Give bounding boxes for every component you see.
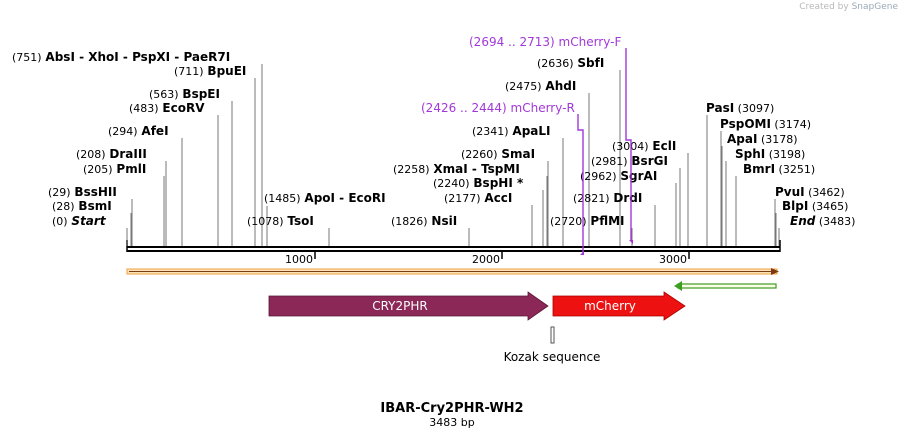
feature-kozak-label: Kozak sequence <box>504 350 601 364</box>
feature-kozak-box <box>550 326 555 344</box>
site-label-draiii: (208) DraIII <box>76 147 147 161</box>
primer-leader-line <box>625 48 632 240</box>
site-label-ahdi: (2475) AhdI <box>505 79 576 93</box>
site-label-bpuei: (711) BpuEI <box>174 64 246 78</box>
primer-label-mcherry-f: (2694 .. 2713) mCherry-F <box>469 35 621 49</box>
site-label-bmri: BmrI (3251) <box>743 162 815 176</box>
site-label-blpi: BlpI (3465) <box>782 199 848 213</box>
site-label-bsphi: (2240) BspHI * <box>433 176 524 190</box>
site-label-drdi: (2821) DrdI <box>573 191 642 205</box>
feature-mcherry-arrow <box>552 291 686 321</box>
site-label-end: End (3483) <box>790 214 855 228</box>
scale-tick-label: 1000 <box>285 253 313 266</box>
site-label-start: (0) Start <box>52 214 107 228</box>
scale-tick-label: 2000 <box>472 253 500 266</box>
site-label-ecli: (3004) EclI <box>612 139 676 153</box>
site-label-xmai: (2258) XmaI - TspMI <box>393 162 520 176</box>
site-label-sbfi: (2636) SbfI <box>537 56 604 70</box>
site-label-bsmi: (28) BsmI <box>52 199 112 213</box>
map-length: 3483 bp <box>429 416 474 429</box>
site-label-sphi: SphI (3198) <box>735 147 805 161</box>
site-label-bspei: (563) BspEI <box>149 87 220 101</box>
site-label-pflmi: (2720) PflMI <box>550 214 625 228</box>
site-label-ecorv: (483) EcoRV <box>129 101 205 115</box>
feature-cry2phr-label: CRY2PHR <box>372 299 428 313</box>
site-label-pmli: (205) PmlI <box>83 162 146 176</box>
green-arrow-head <box>674 281 682 291</box>
site-label-bsrgi: (2981) BsrGI <box>591 154 668 168</box>
feature-mcherry-label: mCherry <box>584 299 636 313</box>
site-label-apoi: (1485) ApoI - EcoRI <box>264 191 386 205</box>
site-label-pasi: PasI (3097) <box>706 101 774 115</box>
site-label-acci: (2177) AccI <box>444 191 512 205</box>
site-label-absi: (751) AbsI - XhoI - PspXI - PaeR7I <box>12 50 230 64</box>
backbone-bottom-strand <box>127 250 780 252</box>
site-label-nsii: (1826) NsiI <box>391 214 457 228</box>
orf-band-arrowhead <box>771 268 779 275</box>
map-title: IBAR-Cry2PHR-WH2 <box>380 401 523 416</box>
backbone-top-strand <box>127 246 780 248</box>
credit-prefix: Created by <box>799 2 849 12</box>
snapgene-credit: Created by SnapGene <box>799 2 898 12</box>
primer-arrowhead <box>629 240 633 244</box>
scale-tick-label: 3000 <box>659 253 687 266</box>
site-label-pspomi: PspOMI (3174) <box>720 117 811 131</box>
feature-cry2phr-arrow <box>268 291 549 321</box>
site-label-bsshii: (29) BssHII <box>48 185 117 199</box>
primer-leader-line <box>577 114 584 255</box>
primer-arrowhead <box>580 251 584 255</box>
snapgene-logo: SnapGene <box>851 2 898 12</box>
site-label-sgrai: (2962) SgrAI <box>580 169 657 183</box>
site-label-smai: (2260) SmaI <box>461 147 535 161</box>
green-arrow-body <box>677 283 777 289</box>
primer-label-mcherry-r: (2426 .. 2444) mCherry-R <box>421 101 575 115</box>
site-label-afei: (294) AfeI <box>108 124 169 138</box>
site-label-apai: ApaI (3178) <box>727 132 798 146</box>
site-label-apali: (2341) ApaLI <box>472 124 551 138</box>
site-label-pvui: PvuI (3462) <box>775 185 845 199</box>
site-label-tsoi: (1078) TsoI <box>247 214 314 228</box>
